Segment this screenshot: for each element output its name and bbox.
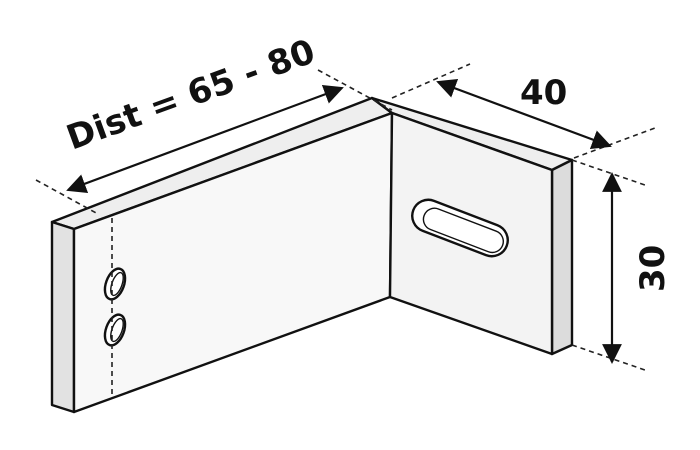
hole-top <box>103 267 127 301</box>
ext-line-left <box>35 179 99 215</box>
width-label: 40 <box>520 73 567 113</box>
slot <box>411 198 509 258</box>
hole-bottom <box>103 313 127 347</box>
height-label: 30 <box>633 245 673 292</box>
long-arm-end-face <box>50 220 76 414</box>
short-arm-edge-face <box>550 158 574 356</box>
ext-line-height-bottom <box>571 344 646 371</box>
length-dimension-arrow <box>66 84 344 194</box>
ext-line-height-top <box>571 159 646 186</box>
width-dimension-arrow <box>436 78 612 150</box>
ext-line-right-top <box>573 127 656 159</box>
ext-line-top <box>391 63 471 99</box>
